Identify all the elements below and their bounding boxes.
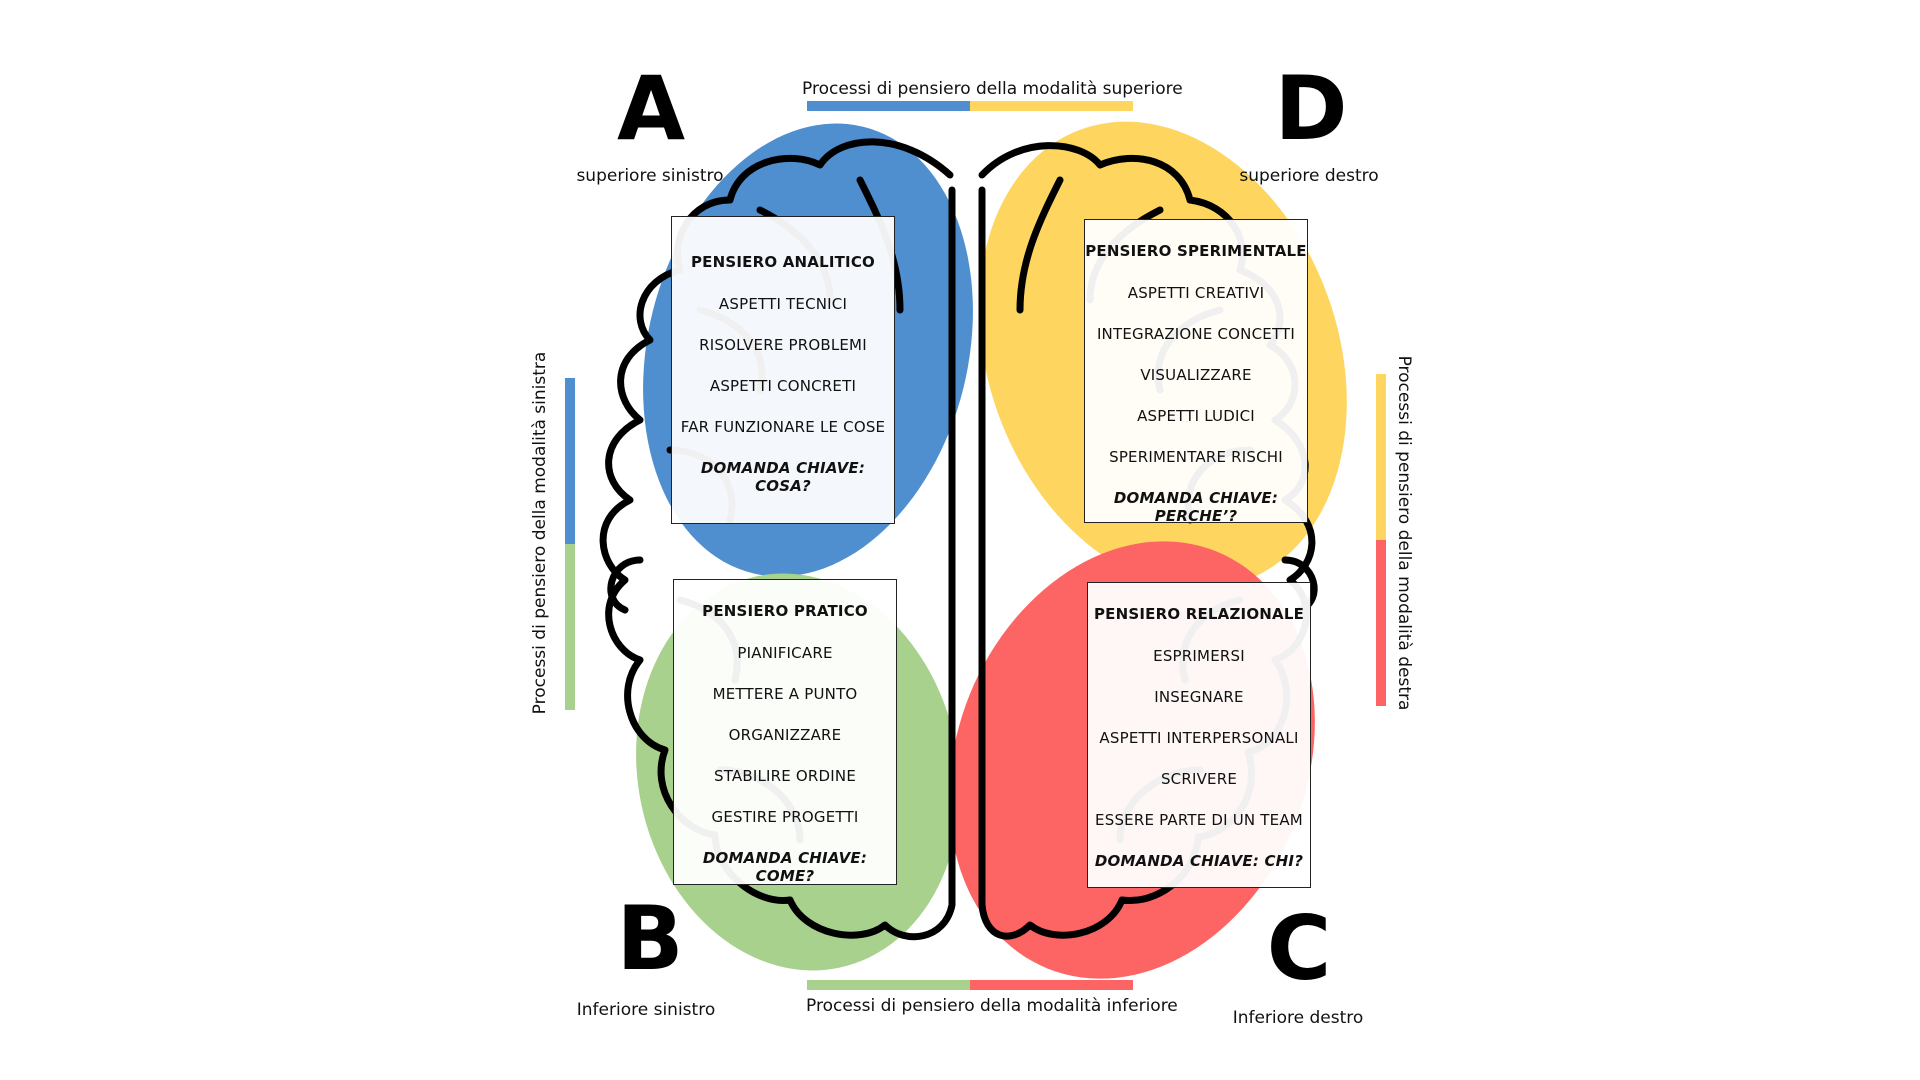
- card-key-question: DOMANDA CHIAVE: COME?: [702, 849, 868, 885]
- card-pratico: PENSIERO PRATICO PIANIFICARE METTERE A P…: [673, 579, 897, 885]
- card-title: PENSIERO RELAZIONALE: [1093, 605, 1305, 623]
- card-item: ASPETTI CONCRETI: [709, 377, 857, 395]
- top-bar-blue: [807, 101, 970, 111]
- quadrant-b-label: Inferiore sinistro: [576, 1000, 716, 1020]
- card-item: VISUALIZZARE: [1140, 366, 1252, 384]
- card-key-question: DOMANDA CHIAVE: CHI?: [1094, 852, 1304, 870]
- card-item: SCRIVERE: [1160, 770, 1238, 788]
- card-key-question: DOMANDA CHIAVE: PERCHE’?: [1113, 489, 1279, 525]
- quadrant-d-label: superiore destro: [1239, 166, 1379, 186]
- card-key-question: DOMANDA CHIAVE: COSA?: [700, 459, 866, 495]
- left-axis-title: Processi di pensiero della modalità sini…: [530, 351, 550, 715]
- card-item: PIANIFICARE: [737, 644, 833, 662]
- card-relazionale: PENSIERO RELAZIONALE ESPRIMERSI INSEGNAR…: [1087, 582, 1311, 888]
- card-sperimentale: PENSIERO SPERIMENTALE ASPETTI CREATIVI I…: [1084, 219, 1308, 525]
- card-item: STABILIRE ORDINE: [713, 767, 857, 785]
- card-item: ASPETTI CREATIVI: [1127, 284, 1265, 302]
- right-bar-yellow: [1376, 374, 1386, 540]
- card-item: METTERE A PUNTO: [712, 685, 858, 703]
- quadrant-a-letter: A: [616, 57, 686, 160]
- left-bar-green: [565, 544, 575, 710]
- bottom-bar-red: [970, 980, 1133, 990]
- top-bar-yellow: [970, 101, 1133, 111]
- quadrant-c-label: Inferiore destro: [1232, 1008, 1364, 1028]
- card-item: SPERIMENTARE RISCHI: [1109, 448, 1283, 466]
- card-item: INTEGRAZIONE CONCETTI: [1096, 325, 1296, 343]
- left-bar-blue: [565, 378, 575, 544]
- quadrant-a-label: superiore sinistro: [576, 166, 724, 186]
- top-axis-title: Processi di pensiero della modalità supe…: [802, 79, 1183, 99]
- bottom-axis-title: Processi di pensiero della modalità infe…: [806, 996, 1178, 1016]
- card-title: PENSIERO PRATICO: [702, 602, 868, 620]
- card-analitico: PENSIERO ANALITICO ASPETTI TECNICI RISOL…: [671, 216, 895, 524]
- card-title: PENSIERO ANALITICO: [690, 253, 876, 271]
- card-item: ESSERE PARTE DI UN TEAM: [1095, 811, 1303, 829]
- card-item: ASPETTI INTERPERSONALI: [1099, 729, 1299, 747]
- right-bar-red: [1376, 540, 1386, 706]
- card-item: INSEGNARE: [1154, 688, 1244, 706]
- card-item: ASPETTI TECNICI: [718, 295, 848, 313]
- right-axis-title: Processi di pensiero della modalità dest…: [1394, 355, 1414, 711]
- bottom-bar-green: [807, 980, 970, 990]
- card-item: GESTIRE PROGETTI: [711, 808, 859, 826]
- card-item: ASPETTI LUDICI: [1137, 407, 1255, 425]
- quadrant-d-letter: D: [1274, 57, 1348, 160]
- quadrant-b-letter: B: [616, 887, 684, 990]
- card-item: ESPRIMERSI: [1153, 647, 1245, 665]
- card-item: ORGANIZZARE: [728, 726, 842, 744]
- card-title: PENSIERO SPERIMENTALE: [1085, 242, 1307, 260]
- quadrant-c-letter: C: [1266, 897, 1332, 1000]
- card-item: RISOLVERE PROBLEMI: [699, 336, 867, 354]
- card-item: FAR FUNZIONARE LE COSE: [680, 418, 886, 436]
